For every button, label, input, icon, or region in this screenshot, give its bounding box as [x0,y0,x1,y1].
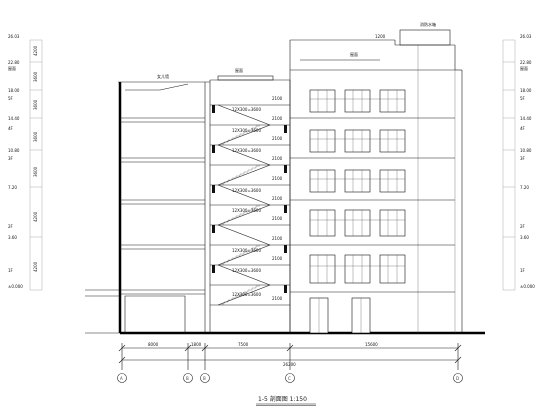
axis-label-2: B [203,376,206,381]
right-elev-3: 14.40 [520,116,532,121]
segment-dim-0: 8000 [148,342,159,347]
right-elev-4: 10.80 [520,148,532,153]
left-floor-4: 3F [8,156,14,161]
top-label-0: 女儿墙 [157,73,169,79]
right-floor-5: 2F [520,224,526,229]
stair-dim-2: 2100 [272,136,283,141]
total-dim: 26200 [283,362,296,367]
segment-dim-1: 1800 [191,342,202,347]
right-elev-6: 3.60 [520,235,529,240]
right-elev-1: 22.80 [520,60,532,65]
right-elev-0: 26.03 [520,34,532,39]
stair-dim-6: 2100 [272,216,283,221]
left-spacing-0: 4200 [33,45,38,56]
segment-dim-2: 7500 [238,342,249,347]
top-label-2: 屋面 [350,51,358,57]
left-spacing-dims: 4200 3600 3600 3600 3600 4200 4200 [33,45,38,272]
stair-dim-0: 2100 [272,96,283,101]
left-elev-0: 26.03 [8,34,20,39]
left-floor-5: 2F [8,224,14,229]
right-floor-2: 5F [520,96,526,101]
stair-dims: 2100 2100 2100 2100 2100 2100 2100 2100 … [272,96,283,301]
left-spacing-2: 3600 [33,99,38,110]
stair-dim-3: 2100 [272,156,283,161]
stair-note-5: 12X300=3600 [232,248,261,253]
right-elev-7: ±0.000 [520,284,535,289]
left-spacing-6: 4200 [33,261,38,272]
stair-note-7: 12X300=3600 [232,292,261,297]
stair-dim-8: 2100 [272,256,283,261]
left-elev-2: 18.00 [8,88,20,93]
left-floor-1: 屋面 [8,65,16,71]
top-label-4: 1200 [375,34,386,39]
stair-note-2: 12X300=3600 [232,148,261,153]
left-elev-3: 14.40 [8,116,20,121]
left-elev-7: ±0.000 [8,284,23,289]
right-floor-3: 4F [520,126,526,131]
top-label-1: 屋面 [235,67,243,73]
left-floor-6: 1F [8,268,14,273]
left-spacing-5: 4200 [33,211,38,222]
stair-dim-4: 2100 [272,176,283,181]
building-section [85,29,485,335]
stair-dim-5: 2100 [272,196,283,201]
left-floor-3: 4F [8,126,14,131]
top-label-3: 消防水箱 [420,21,436,27]
left-elev-1: 22.80 [8,60,20,65]
segment-dim-3: 15600 [365,342,378,347]
left-spacing-3: 3600 [33,131,38,142]
stair-note-6: 12X300=3600 [232,268,261,273]
left-spacing-4: 3600 [33,166,38,177]
stair-note-1: 12X300=3600 [232,128,261,133]
stair-dim-9: 2100 [272,296,283,301]
left-elev-6: 3.60 [8,235,17,240]
right-elev-5: 7.20 [520,185,529,190]
right-elev-2: 18.00 [520,88,532,93]
left-elev-5: 7.20 [8,185,17,190]
axis-label-0: A [120,376,123,381]
drawing-title: 1-5 剖面图 1:150 [258,395,307,403]
axis-label-3: C [288,376,291,381]
right-elevation-scale [502,39,516,291]
left-floor-2: 5F [8,96,14,101]
bottom-dimension [118,343,462,370]
left-elevation-scale [29,39,43,291]
axis-bubbles [117,373,463,383]
stair-dim-1: 2100 [272,116,283,121]
stair-note-0: 12X300=3600 [232,107,261,112]
stair-dim-7: 2100 [272,236,283,241]
right-floor-1: 屋面 [520,65,528,71]
stair-note-4: 12X300=3600 [232,208,261,213]
stair-notes: 12X300=3600 12X300=3600 12X300=3600 12X3… [232,107,261,297]
right-floor-6: 1F [520,268,526,273]
window-grid [309,89,406,334]
axis-label-4: D [456,376,459,381]
axis-label-1: B [186,376,189,381]
left-elev-4: 10.80 [8,148,20,153]
left-spacing-1: 3600 [33,71,38,82]
stair-note-3: 12X300=3600 [232,188,261,193]
right-floor-4: 3F [520,156,526,161]
